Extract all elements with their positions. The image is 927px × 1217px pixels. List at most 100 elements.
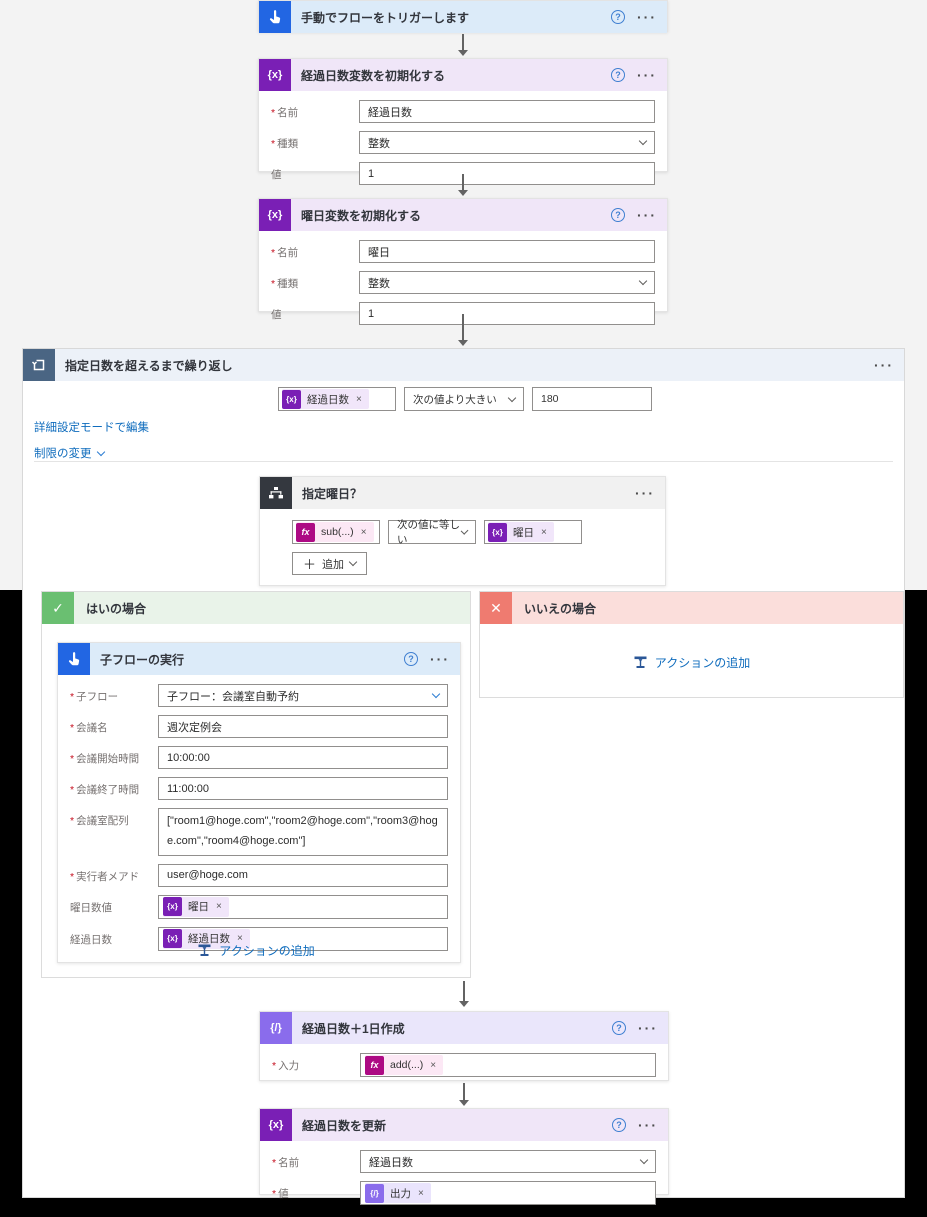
variable-token-icon: {x}: [488, 522, 507, 542]
loop-operator-select[interactable]: 次の値より大きい: [404, 387, 524, 411]
loop-limit-input[interactable]: 180: [532, 387, 652, 411]
variable-token-icon: {x}: [163, 897, 182, 917]
chevron-down-icon: [96, 447, 105, 456]
help-icon[interactable]: ?: [611, 10, 625, 24]
value-label: 値: [271, 309, 282, 321]
menu-icon[interactable]: ···: [638, 1020, 658, 1036]
remove-token-icon[interactable]: ×: [356, 393, 362, 405]
rooms-array-input[interactable]: ["room1@hoge.com","room2@hoge.com","room…: [158, 808, 448, 856]
weekday-number-input[interactable]: {x}曜日×: [158, 894, 448, 919]
connector-arrow: [455, 314, 471, 346]
no-add-action-link[interactable]: アクションの追加: [480, 654, 903, 671]
scope-divider: [34, 461, 893, 462]
end-time-input[interactable]: 11:00:00: [158, 777, 448, 800]
yes-add-action-link[interactable]: アクションの追加: [42, 942, 470, 959]
type-select[interactable]: 整数: [359, 131, 655, 154]
name-label: 名前: [272, 1150, 360, 1170]
change-limits-link[interactable]: 制限の変更: [34, 445, 105, 461]
child-flow-icon: [58, 643, 90, 675]
cross-icon: ✕: [480, 592, 512, 624]
advanced-mode-link[interactable]: 詳細設定モードで編集: [34, 422, 149, 434]
menu-icon[interactable]: ···: [635, 485, 655, 501]
help-icon[interactable]: ?: [611, 68, 625, 82]
condition-title: 指定曜日？: [302, 486, 363, 501]
variable-icon: {x}: [259, 199, 291, 231]
help-icon[interactable]: ?: [404, 652, 418, 666]
remove-token-icon[interactable]: ×: [541, 526, 547, 538]
trigger-card[interactable]: 手動でフローをトリガーします ? ···: [258, 0, 668, 33]
condition-icon: [260, 477, 292, 509]
remove-token-icon[interactable]: ×: [237, 933, 243, 945]
compose-title: 経過日数＋1日作成: [302, 1021, 405, 1036]
value-label: 値: [271, 169, 282, 181]
init-days-card[interactable]: {x} 経過日数変数を初期化する ? ··· 名前 経過日数 種類 整数 値 1: [258, 58, 668, 185]
menu-icon[interactable]: ···: [637, 67, 657, 83]
compose-input-label: 入力: [272, 1053, 360, 1073]
variable-icon: {x}: [259, 59, 291, 91]
do-until-title: 指定日数を超えるまで繰り返し: [65, 358, 233, 373]
loop-left-operand[interactable]: {x}経過日数×: [278, 387, 396, 411]
name-label: 名前: [271, 100, 359, 120]
end-time-label: 会議終了時間: [70, 777, 158, 797]
run-child-flow-card[interactable]: 子フローの実行 ? ··· 子フロー 子フロー：会議室自動予約 会議名 週次定例…: [57, 642, 461, 963]
child-flow-select[interactable]: 子フロー：会議室自動予約: [158, 684, 448, 707]
type-select[interactable]: 整数: [359, 271, 655, 294]
no-branch-header[interactable]: ✕ いいえの場合: [480, 592, 903, 624]
menu-icon[interactable]: ···: [874, 357, 894, 373]
remove-token-icon[interactable]: ×: [360, 526, 367, 538]
do-until-condition-row: {x}経過日数× 次の値より大きい 180: [278, 387, 652, 411]
menu-icon[interactable]: ···: [638, 1117, 658, 1133]
condition-rhs-operand[interactable]: {x}曜日×: [484, 520, 582, 544]
manual-trigger-icon: [259, 1, 291, 33]
menu-icon[interactable]: ···: [637, 9, 657, 25]
value-input[interactable]: 1: [359, 302, 655, 325]
connector-arrow: [456, 1083, 472, 1106]
executor-mail-label: 実行者メアド: [70, 864, 158, 884]
yes-branch-title: はいの場合: [86, 601, 147, 616]
trigger-title: 手動でフローをトリガーします: [301, 10, 470, 25]
type-label: 種類: [271, 271, 359, 291]
condition-operator-select[interactable]: 次の値に等しい: [388, 519, 476, 546]
menu-icon[interactable]: ···: [430, 651, 450, 667]
start-time-input[interactable]: 10:00:00: [158, 746, 448, 769]
name-select[interactable]: 経過日数: [360, 1150, 656, 1173]
init-weekday-card[interactable]: {x} 曜日変数を初期化する ? ··· 名前 曜日 種類 整数 値 1: [258, 198, 668, 325]
type-label: 種類: [271, 131, 359, 151]
remove-token-icon[interactable]: ×: [430, 1059, 437, 1071]
chevron-down-icon: [507, 393, 517, 402]
remove-token-icon[interactable]: ×: [418, 1187, 424, 1199]
help-icon[interactable]: ?: [612, 1021, 626, 1035]
value-input[interactable]: {/}出力×: [360, 1181, 656, 1205]
yes-branch-header[interactable]: ✓ はいの場合: [42, 592, 470, 624]
set-variable-card[interactable]: {x} 経過日数を更新 ? ··· 名前 経過日数 値 {/}出力×: [259, 1108, 669, 1205]
chevron-down-icon: [638, 276, 648, 286]
do-until-header[interactable]: 指定日数を超えるまで繰り返し ···: [23, 349, 904, 381]
help-icon[interactable]: ?: [612, 1118, 626, 1132]
name-input[interactable]: 曜日: [359, 240, 655, 263]
compose-icon: {/}: [260, 1012, 292, 1044]
name-input[interactable]: 経過日数: [359, 100, 655, 123]
init-weekday-title: 曜日変数を初期化する: [301, 208, 422, 223]
menu-icon[interactable]: ···: [637, 207, 657, 223]
add-condition-button[interactable]: ＋ 追加: [292, 552, 368, 575]
init-days-title: 経過日数変数を初期化する: [301, 68, 446, 83]
add-action-icon: [634, 656, 647, 668]
help-icon[interactable]: ?: [611, 208, 625, 222]
child-flow-title: 子フローの実行: [100, 652, 185, 667]
executor-mail-input[interactable]: user@hoge.com: [158, 863, 448, 887]
connector-arrow: [455, 174, 471, 196]
rooms-array-label: 会議室配列: [70, 808, 158, 828]
variable-token-icon: {x}: [282, 389, 301, 409]
name-label: 名前: [271, 240, 359, 260]
fx-token-icon: fx: [296, 522, 315, 542]
chevron-down-icon: [348, 557, 358, 567]
meeting-name-input[interactable]: 週次定例会: [158, 715, 448, 738]
variable-token-icon: {x}: [163, 929, 182, 949]
value-input[interactable]: 1: [359, 162, 655, 185]
remove-token-icon[interactable]: ×: [216, 901, 222, 913]
